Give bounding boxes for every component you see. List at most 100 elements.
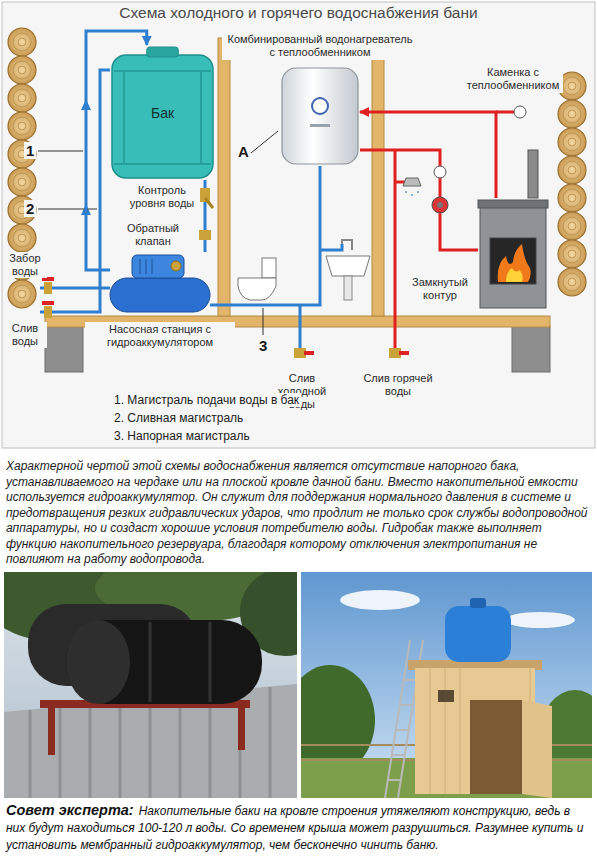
chimney: [528, 150, 538, 198]
diagram-panel: [2, 2, 595, 448]
roof-tank-photo: [66, 620, 130, 704]
shower-cabin-photo: [470, 700, 522, 794]
shower-cabin-photo: [415, 668, 535, 794]
valve: [44, 282, 52, 294]
shower-head: [411, 194, 413, 196]
water-tank: Бак: [110, 45, 215, 180]
log-wall: [8, 28, 586, 308]
water-heater: Комбинированный водонагреватель с теплоо…: [280, 66, 360, 166]
hot-pipes: [360, 150, 478, 250]
legend-list-item: 1. Магистраль подачи воды в бак: [112, 393, 301, 407]
wash-basin: [326, 256, 370, 276]
heater-body: [282, 68, 358, 164]
motor-fins: [140, 259, 152, 274]
log-wall: [558, 240, 586, 268]
toilet: [238, 258, 276, 300]
heater-dial: [312, 98, 328, 114]
hot-pipes: [394, 150, 397, 352]
shower-cabin-photo: [438, 690, 454, 702]
cold-pipes: [320, 244, 342, 250]
log-wall: [558, 128, 586, 156]
leader-line: [251, 131, 278, 153]
log-wall: [558, 184, 586, 212]
valve: [42, 188, 409, 358]
legend-list-item: 3. Напорная магистраль: [112, 429, 252, 443]
roof-tank-photo: [150, 622, 210, 702]
timber-frame: [218, 38, 230, 316]
pressure-gauge: [434, 166, 446, 178]
valve: [42, 301, 54, 305]
log-wall: [8, 196, 36, 224]
tip-heading: Совет эксперта:: [6, 802, 134, 818]
log-wall: [558, 268, 586, 296]
accumulator-tank: [110, 278, 210, 312]
wash-basin: [326, 240, 370, 300]
log-wall: [8, 140, 36, 168]
shower-head: [417, 191, 419, 193]
roof-tank-photo: [4, 572, 297, 798]
log-wall: [8, 56, 36, 84]
tank-body: [112, 55, 213, 178]
fire: [498, 244, 531, 282]
valve: [304, 351, 314, 355]
legend-list-item: 2. Сливная магистраль: [112, 411, 245, 425]
part-label: Замкнутый контур: [405, 276, 475, 302]
shower-head: [403, 178, 421, 196]
node-heading: Насосная станция с гидроаккумулятором: [85, 322, 235, 350]
node-label: Бак: [151, 105, 174, 121]
part-label: Слив воды: [3, 322, 47, 348]
shower-cabin-photo: [470, 598, 486, 608]
foundation: [512, 326, 550, 372]
sauna-stove-outline: [478, 198, 548, 310]
valve: [199, 230, 211, 240]
log-wall: [8, 280, 36, 308]
expert-tip: Совет эксперта:Накопительные баки на кро…: [6, 802, 591, 853]
shower-head: [405, 191, 407, 193]
chimney: [528, 150, 538, 198]
log-wall: [8, 84, 36, 112]
circulation-pump: [432, 197, 448, 213]
stove-door: [490, 238, 536, 284]
pump-outlet: [171, 261, 181, 271]
log-wall: [8, 28, 36, 56]
log-wall: [558, 100, 586, 128]
pressure-gauge: [434, 106, 526, 178]
circulation-pump: [437, 202, 443, 208]
shower-cabin-photo: [340, 590, 420, 610]
callout-letter: А: [236, 143, 251, 160]
log-wall: [8, 168, 36, 196]
caption-text: Характерной чертой этой схемы водоснабже…: [6, 459, 591, 568]
part-label: Контроль уровня воды: [124, 184, 200, 210]
valve: [44, 306, 52, 318]
wash-basin: [344, 276, 352, 300]
pump-body: [132, 255, 184, 278]
pressure-gauge: [514, 106, 526, 118]
roof-tank-photo: [48, 700, 55, 755]
sauna-stove: Каменка с теплообменником: [478, 198, 548, 310]
toilet: [238, 278, 276, 300]
roof-tank-photo: [66, 620, 262, 704]
callout-number: 2: [24, 200, 36, 217]
circulation-pump: [432, 197, 448, 213]
shower-cabin-photo: [445, 606, 511, 662]
tank-rib: [114, 71, 211, 164]
log-wall: [8, 224, 36, 252]
shower-cabin-photo: [522, 700, 552, 798]
shower-cabin-photo: [301, 572, 592, 798]
diagram-title: Схема холодного и горячего водоснабжения…: [0, 4, 597, 22]
hot-pipes: [496, 111, 514, 114]
leader-line: [263, 308, 264, 335]
fire-core: [506, 268, 523, 282]
node-heading: Комбинированный водонагреватель с теплоо…: [222, 32, 418, 60]
shower-head: [403, 178, 421, 186]
leader-line: [38, 209, 97, 210]
part-label: Забор воды: [3, 252, 47, 278]
diagram-panel: [2, 2, 595, 448]
part-label: Слив горячей воды: [356, 372, 440, 398]
valve: [399, 351, 409, 355]
shower-cabin-photo: [430, 668, 530, 794]
wash-basin: [342, 240, 352, 250]
cold-pipes: [299, 305, 302, 352]
